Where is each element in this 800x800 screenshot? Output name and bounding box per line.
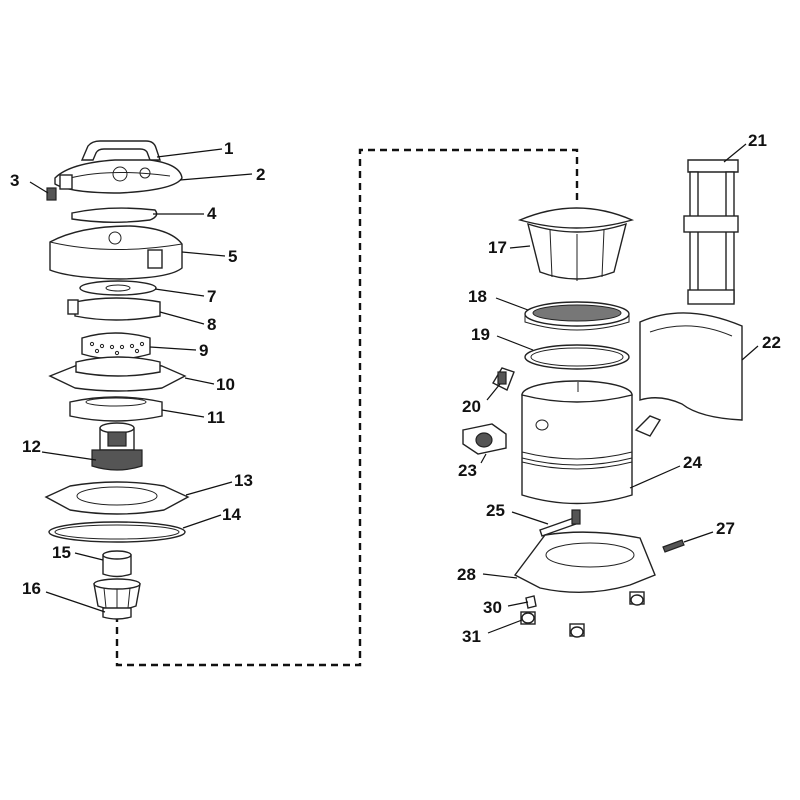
- callout-25: 25: [486, 501, 505, 520]
- callout-15: 15: [52, 543, 71, 562]
- callout-11: 11: [207, 408, 225, 427]
- callout-28: 28: [457, 565, 476, 584]
- part-9-perforated-ring: [81, 332, 151, 360]
- callout-10: 10: [216, 375, 235, 394]
- part-14-seal-ring: [48, 521, 186, 543]
- part-30-caster-clip: [525, 595, 537, 609]
- part-22-rear-bracket: [639, 312, 743, 421]
- part-15-foam-sleeve: [102, 550, 132, 578]
- callout-17: 17: [488, 238, 507, 257]
- callout-3: 3: [10, 171, 19, 190]
- part-23-hose-inlet: [462, 423, 507, 455]
- callout-1: 1: [224, 139, 233, 158]
- leader-lines: [29, 143, 759, 634]
- callout-13: 13: [234, 471, 253, 490]
- part-20-latch: [492, 367, 515, 391]
- part-25-drain-tube: [539, 509, 581, 537]
- latch-right: [634, 415, 662, 437]
- callout-20: 20: [462, 397, 481, 416]
- part-4-plate: [71, 207, 158, 223]
- part-3-switch: [46, 187, 57, 201]
- callout-8: 8: [207, 315, 216, 334]
- caster-2: [569, 623, 585, 638]
- part-7-plate: [79, 280, 157, 296]
- callout-14: 14: [222, 505, 241, 524]
- part-27-screw: [662, 539, 685, 553]
- part-31-caster: [520, 611, 536, 625]
- callout-12: 12: [22, 437, 41, 456]
- callout-7: 7: [207, 287, 216, 306]
- part-13-motor-plate: [44, 481, 190, 515]
- assembly-connector-dashed-line: [115, 148, 579, 667]
- callout-30: 30: [483, 598, 502, 617]
- callout-5: 5: [228, 247, 237, 266]
- part-10-motor-mount: [48, 356, 187, 392]
- part-21-telescopic-handle: [683, 159, 739, 305]
- callout-27: 27: [716, 519, 735, 538]
- part-12-motor: [91, 422, 143, 471]
- callout-31: 31: [462, 627, 481, 646]
- callout-numbers: 1 2 3 4 5 7 8 9 10 11 12 13 14 15 16 17 …: [10, 131, 781, 646]
- part-1-handle: [80, 140, 161, 161]
- callout-19: 19: [471, 325, 490, 344]
- part-28-caster-base: [513, 531, 656, 594]
- callout-22: 22: [762, 333, 781, 352]
- part-2-lid: [54, 159, 183, 194]
- part-19-tank-seal: [524, 344, 630, 370]
- part-11-gasket: [69, 396, 163, 422]
- callout-9: 9: [199, 341, 208, 360]
- part-8-cover-ring: [67, 297, 161, 321]
- part-16-float-cage: [93, 578, 141, 620]
- caster-3: [629, 591, 645, 606]
- callout-16: 16: [22, 579, 41, 598]
- part-17-filter-cartridge: [517, 207, 635, 281]
- callout-23: 23: [458, 461, 477, 480]
- callout-4: 4: [207, 204, 217, 223]
- callout-18: 18: [468, 287, 487, 306]
- callout-2: 2: [256, 165, 265, 184]
- part-5-motor-housing: [49, 225, 183, 280]
- part-18-mesh-screen: [524, 301, 630, 331]
- part-24-tank: [521, 380, 633, 505]
- callout-21: 21: [748, 131, 767, 150]
- callout-24: 24: [683, 453, 702, 472]
